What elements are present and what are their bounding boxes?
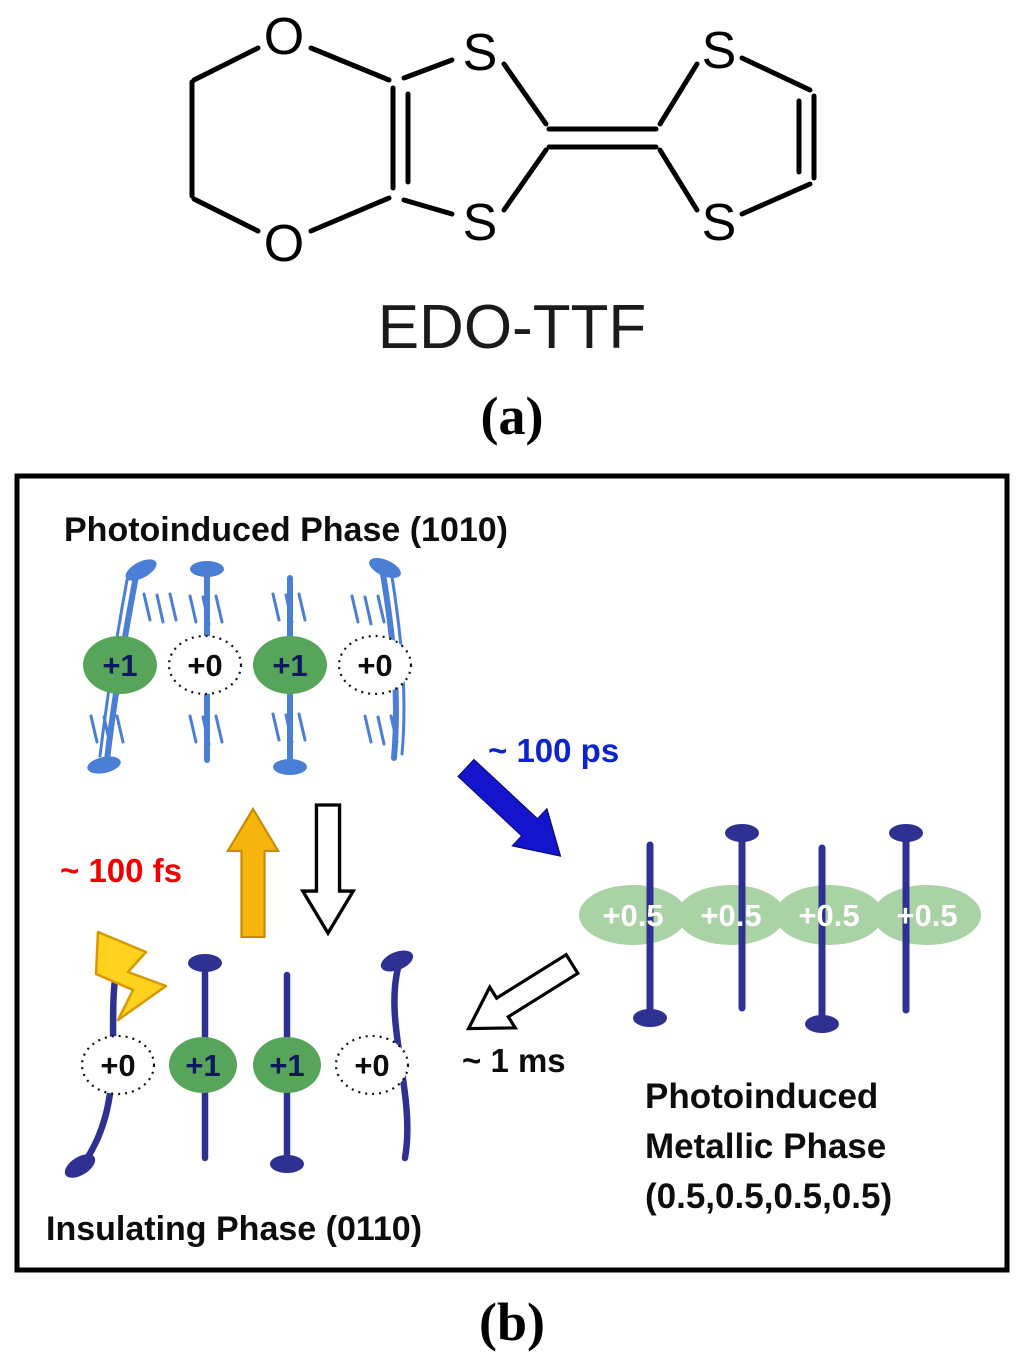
edo-ttf-structure: O O S S S S — [189, 8, 817, 273]
molecule — [889, 824, 923, 1014]
vibration-marks — [188, 594, 224, 626]
charge-label: +0 — [354, 1048, 389, 1083]
photoinduced-phase-title: Photoinduced Phase (1010) — [64, 511, 508, 549]
metallic-phase-title: Photoinduced Metallic Phase (0.5,0.5,0.5… — [645, 1077, 892, 1216]
transition-label-1ms: ~ 1 ms — [462, 1042, 566, 1079]
charge-label: +1 — [272, 648, 307, 683]
charge-label: +0 — [100, 1048, 135, 1083]
atom-label-s-top-left: S — [463, 24, 498, 82]
molecule — [633, 841, 667, 1027]
molecule — [805, 844, 839, 1033]
vibration-marks — [350, 594, 386, 626]
vibration-marks — [89, 714, 125, 746]
metallic-molecule-stack — [633, 824, 923, 1033]
insulating-phase-title: Insulating Phase (0110) — [46, 1210, 422, 1248]
metallic-title-line1: Photoinduced — [645, 1077, 878, 1116]
charge-badge: +0 — [334, 1034, 410, 1096]
vibration-marks — [271, 592, 307, 624]
insulating-charges: +0 +1 +1 +0 — [80, 1034, 410, 1096]
charge-label: +1 — [269, 1048, 304, 1083]
atom-label-s-top-right: S — [702, 22, 737, 80]
metallic-charges: +0.5 +0.5 +0.5 +0.5 — [602, 898, 957, 933]
molecule — [725, 824, 759, 1012]
charge-label: +0 — [357, 648, 392, 683]
panel-a-label: (a) — [481, 386, 544, 446]
atom-label-s-bottom-right: S — [702, 194, 737, 252]
photoinduced-charges: +1 +0 +1 +0 — [83, 634, 413, 696]
charge-label: +1 — [102, 648, 137, 683]
metallic-title-line3: (0.5,0.5,0.5,0.5) — [645, 1177, 892, 1216]
charge-badge: +1 — [169, 1037, 237, 1093]
vibration-marks — [142, 592, 178, 624]
atom-label-s-bottom-left: S — [463, 194, 498, 252]
charge-label: +0 — [187, 648, 222, 683]
charge-label: +0.5 — [798, 898, 859, 933]
metallic-charge-band — [579, 885, 981, 945]
charge-badge: +1 — [253, 1037, 321, 1093]
vibration-marks — [188, 714, 224, 746]
charge-badge: +0 — [80, 1034, 156, 1096]
charge-badge: +1 — [253, 636, 327, 694]
charge-label: +0.5 — [602, 898, 663, 933]
lightning-icon — [94, 930, 168, 1022]
atom-label-o-bottom: O — [264, 215, 304, 273]
panel-b-label: (b) — [479, 1292, 545, 1352]
metallic-title-line2: Metallic Phase — [645, 1127, 886, 1166]
photoinduced-molecule-stack — [87, 557, 406, 775]
charge-label: +0.5 — [896, 898, 957, 933]
bond-lines — [189, 45, 817, 234]
diagram-frame — [14, 473, 1010, 1273]
vibration-marks — [271, 712, 307, 744]
molecule-name-label: EDO-TTF — [378, 293, 647, 362]
charge-label: +1 — [185, 1048, 220, 1083]
atom-labels: O O S S S S — [264, 8, 737, 273]
charge-badge: +1 — [83, 636, 157, 694]
charge-badge: +0 — [167, 634, 243, 696]
transition-label-100fs: ~ 100 fs — [60, 852, 182, 889]
charge-badge: +0 — [337, 634, 413, 696]
transition-label-100ps: ~ 100 ps — [488, 732, 619, 769]
charge-label: +0.5 — [700, 898, 761, 933]
vibration-marks — [363, 714, 399, 746]
atom-label-o-top: O — [264, 8, 304, 66]
